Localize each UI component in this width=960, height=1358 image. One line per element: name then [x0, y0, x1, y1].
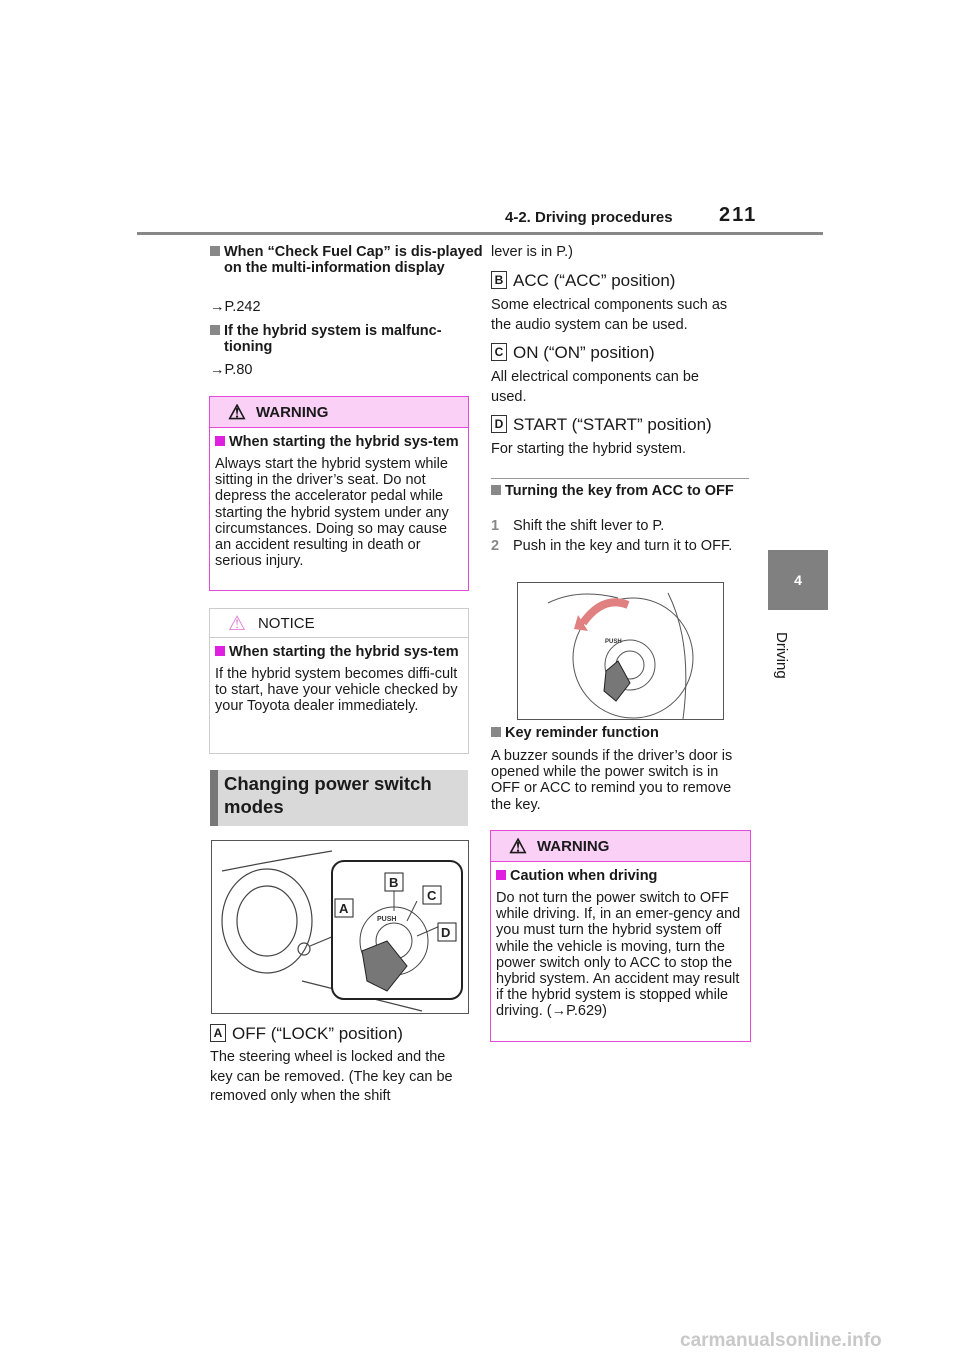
label-b: B — [491, 271, 507, 289]
bullet-square-icon — [210, 246, 220, 256]
key-turn-figure: PUSH — [517, 582, 724, 720]
heading-acc-to-off: Turning the key from ACC to OFF — [491, 483, 755, 499]
figure-label-c: C — [427, 888, 437, 903]
position-a-body: The steering wheel is locked and the key… — [210, 1049, 453, 1104]
figure-label-b: B — [389, 875, 398, 890]
figure-label-d: D — [441, 925, 450, 940]
label-c: C — [491, 343, 507, 361]
page-number: 211 — [719, 204, 758, 226]
ref-link[interactable]: →P.242 — [210, 299, 261, 315]
warning-triangle-icon: ⚠ — [509, 835, 527, 858]
push-label: PUSH — [605, 639, 622, 645]
warning-body: Always start the hybrid system while sit… — [215, 456, 449, 570]
heading-malfunction: If the hybrid system is malfunc-tioning — [210, 323, 484, 355]
position-b-body: Some electrical components such as the a… — [491, 297, 728, 333]
push-label: PUSH — [377, 916, 396, 923]
chapter-label: Driving — [773, 632, 790, 679]
position-c-body: All electrical components can be used. — [491, 369, 699, 405]
divider — [491, 478, 749, 479]
heading-key-reminder: Key reminder function — [491, 725, 755, 741]
warning-box: ⚠ WARNING When starting the hybrid sys-te… — [209, 396, 469, 591]
notice-body: If the hybrid system becomes diffi-cult … — [215, 666, 458, 715]
position-d-body: For starting the hybrid system. — [491, 441, 687, 457]
warning-title: WARNING — [255, 403, 329, 421]
notice-title: NOTICE — [257, 614, 315, 632]
bullet-square-icon — [496, 870, 506, 880]
warning-heading: When starting the hybrid sys-tem — [215, 434, 463, 450]
section-header: 4-2. Driving procedures — [505, 209, 673, 226]
warning-heading: Caution when driving — [496, 868, 745, 884]
section-title: Changing power switch modes — [210, 770, 468, 826]
watermark: carmanualsonline.info — [680, 1330, 882, 1351]
power-switch-figure: PUSH A B C D — [211, 840, 469, 1014]
warning-body: Do not turn the power switch to OFF whil… — [496, 890, 741, 1020]
ref-link[interactable]: →P.80 — [210, 362, 253, 378]
bullet-square-icon — [215, 646, 225, 656]
notice-heading: When starting the hybrid sys-tem — [215, 644, 463, 660]
warning-box-driving: ⚠ WARNING Caution when driving Do not tur… — [490, 830, 751, 1042]
label-a: A — [210, 1024, 226, 1042]
bullet-square-icon — [210, 325, 220, 335]
label-d: D — [491, 415, 507, 433]
notice-triangle-icon: ⚠ — [228, 612, 246, 635]
notice-box: ⚠ NOTICE When starting the hybrid sys-tem… — [209, 608, 469, 754]
key-reminder-body: A buzzer sounds if the driver’s door is … — [491, 748, 733, 813]
continued-text: lever is in P.) — [491, 244, 573, 260]
warning-title: WARNING — [536, 837, 610, 855]
figure-label-a: A — [339, 901, 349, 916]
header-rule — [137, 232, 823, 235]
bullet-square-icon — [215, 436, 225, 446]
chapter-tab[interactable]: 4 — [768, 550, 828, 610]
bullet-square-icon — [491, 727, 501, 737]
heading-check-fuel-cap: When “Check Fuel Cap” is dis-played on t… — [210, 244, 484, 276]
bullet-square-icon — [491, 485, 501, 495]
warning-triangle-icon: ⚠ — [228, 401, 246, 424]
